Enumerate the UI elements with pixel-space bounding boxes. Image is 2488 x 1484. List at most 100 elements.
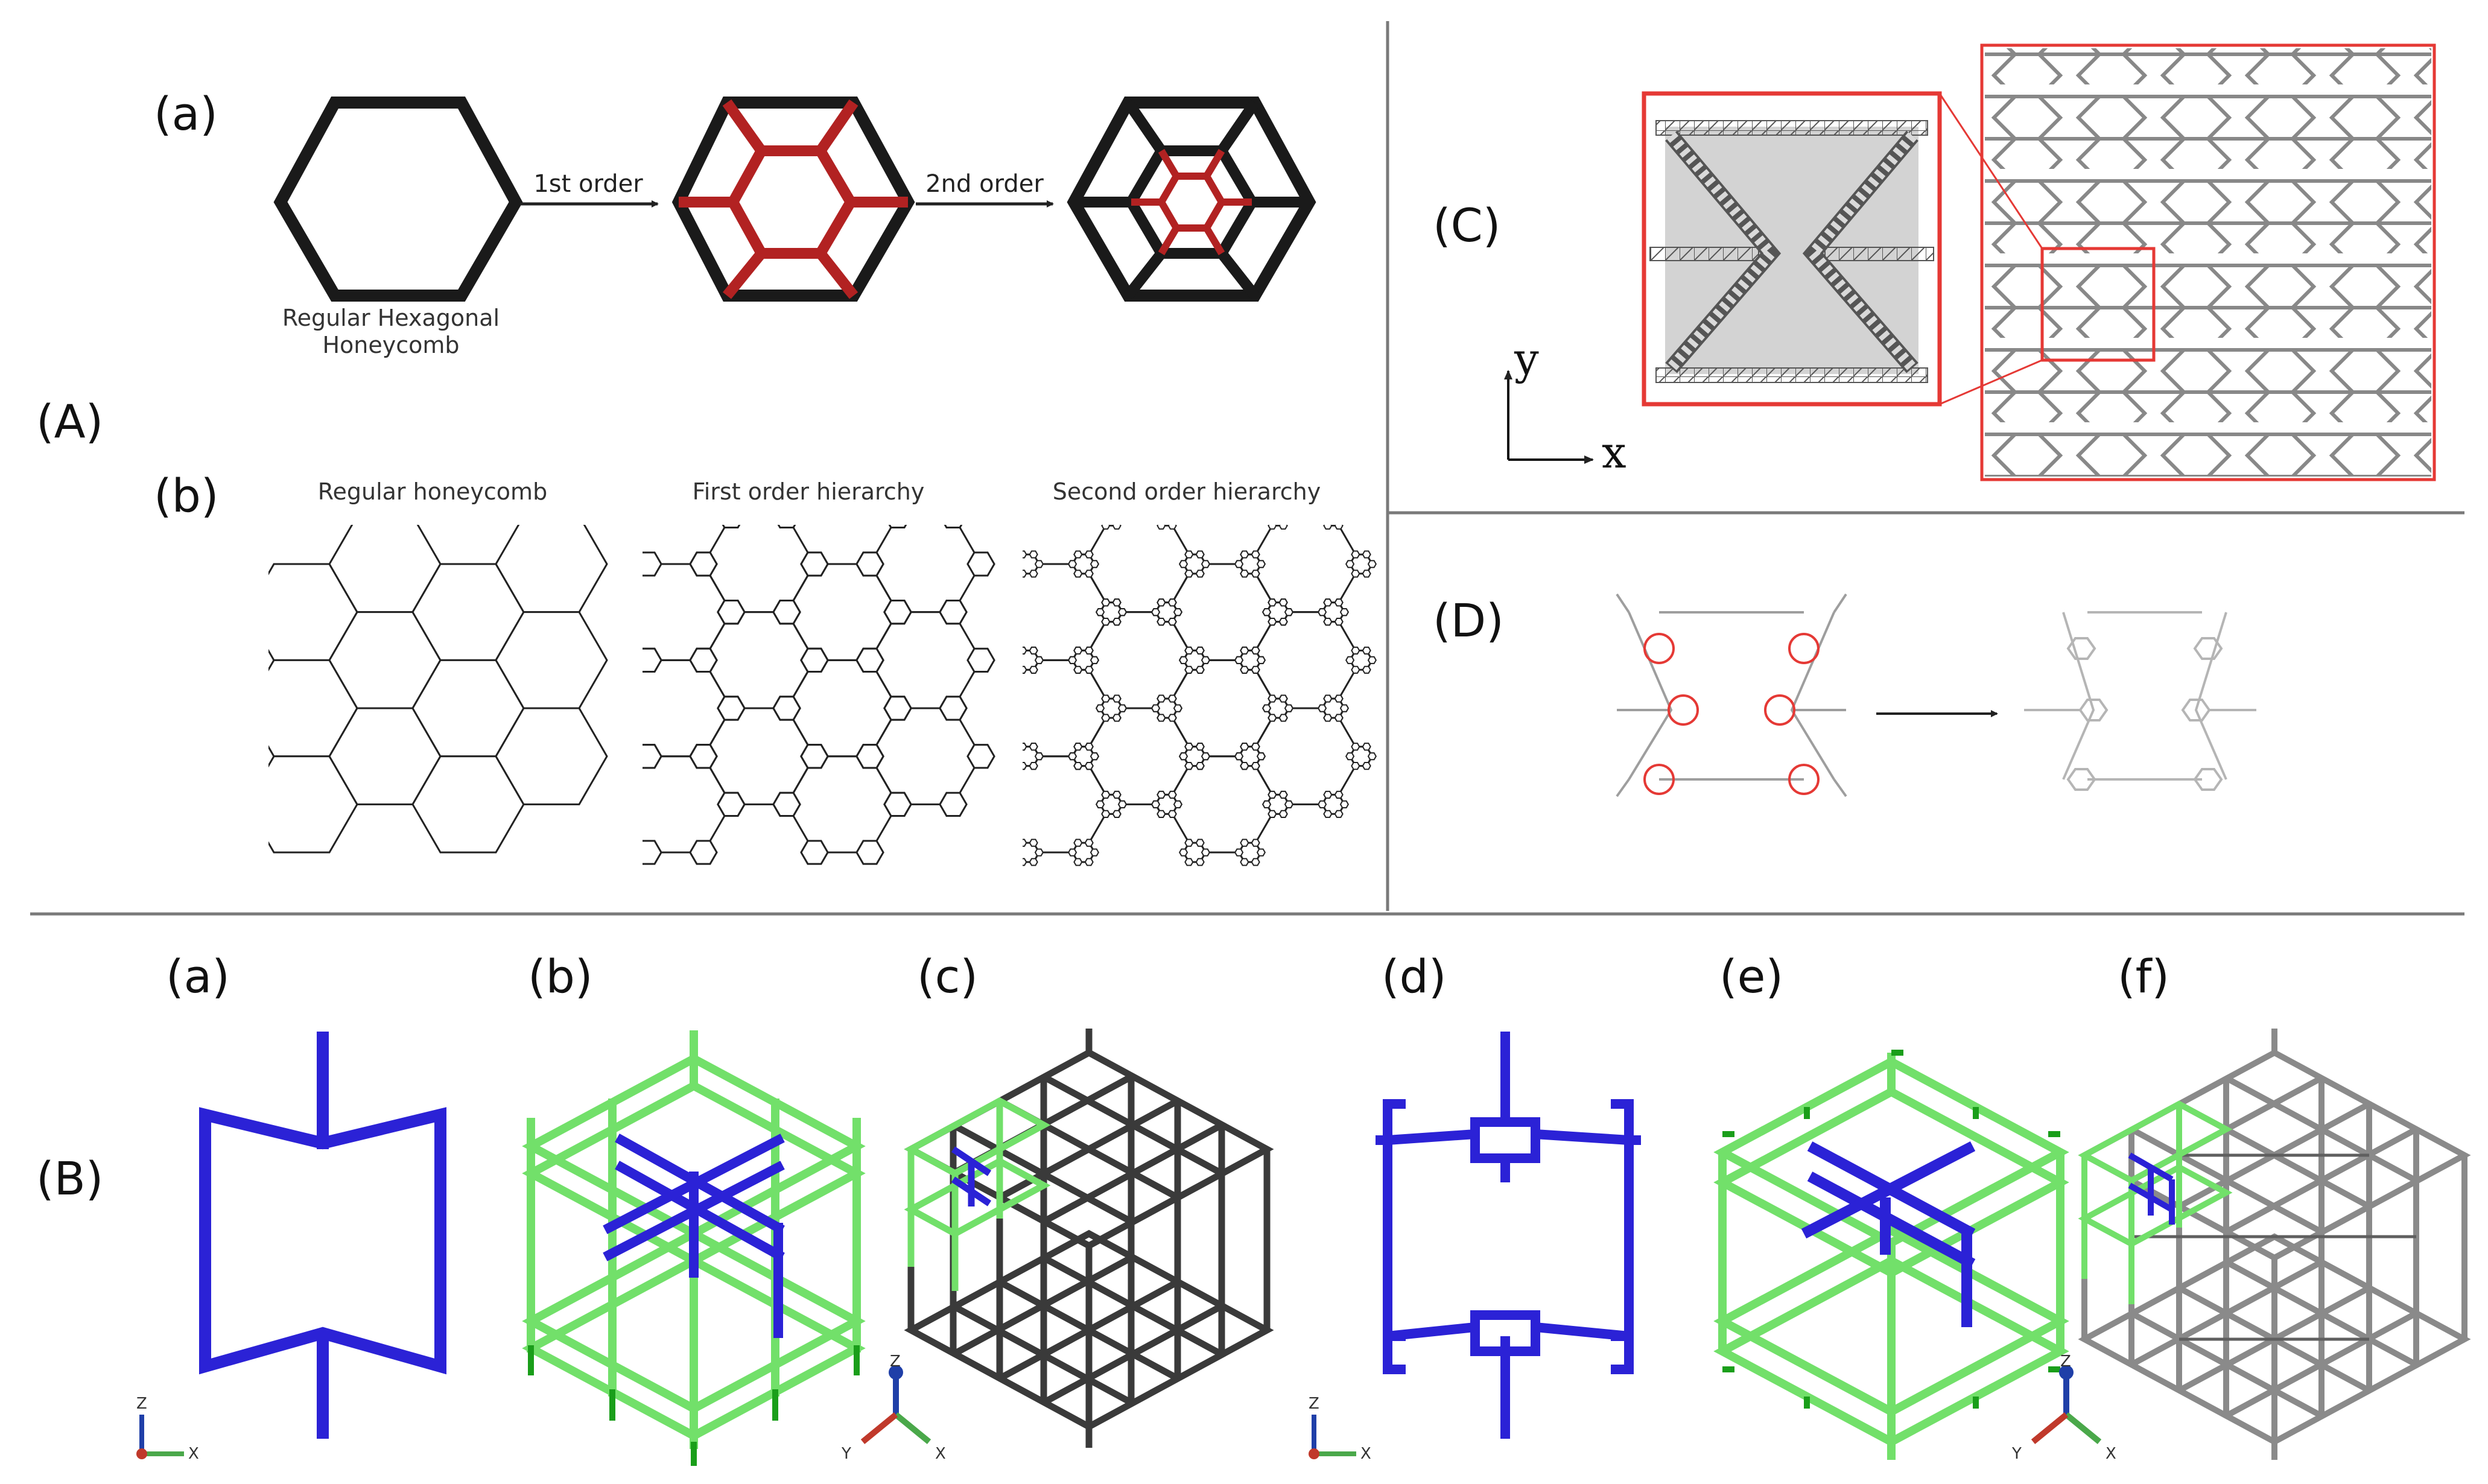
hex-cell [1119,513,1126,519]
hex-cell [1251,550,1260,559]
hex-cell [1084,839,1094,847]
hex-cell [1101,790,1111,799]
hex-cell [1179,752,1188,761]
hex-cell [1278,618,1288,626]
hex-cell [991,811,998,817]
hex-cell [1251,839,1260,847]
second-order-hexagon [1067,97,1316,302]
hex-cell [1166,563,1279,661]
panel-B-e-label: (e) [1719,950,1783,1003]
hex-cell [1339,704,1349,712]
hex-cell [989,699,1012,718]
hex-cell [1318,704,1327,712]
zoomed-unit-cell [1642,91,1942,407]
hex-cell [1201,560,1210,568]
hex-cell [1284,704,1293,712]
hex-cell [1285,513,1293,519]
hex-cell [991,618,998,625]
hex-cell [717,791,746,817]
hex-cell [888,525,907,528]
hex-cell [1256,752,1266,761]
hex-cell [1240,858,1249,866]
hex-cell [1084,762,1094,770]
hex-cell [1029,743,1038,751]
panel-B-d-label: (d) [1382,950,1447,1003]
hex-cell [1167,618,1177,626]
hex-cell [1268,598,1277,607]
hex-cell [1084,665,1094,674]
B-b-triad-z: Z [890,1352,901,1371]
hex-cell [989,794,1012,814]
hex-cell [1184,839,1194,847]
hex-cell [1073,743,1083,751]
hex-cell [772,791,801,817]
D-after-structure [2024,611,2256,791]
hex-cell [1096,513,1104,519]
hex-cell [1323,525,1333,530]
hex-cell [1323,694,1333,703]
panel-A-a-label: (a) [154,87,218,141]
lattice-second-order-hierarchy [985,513,1377,866]
hex-cell [1367,560,1377,568]
panel-A-a: (a) Regular Hexagonal Honeycomb 1st orde… [154,87,1316,358]
B-d-triad-x: X [1360,1445,1371,1463]
hex-cell [1249,525,1362,614]
hex-cell [1251,743,1260,751]
hex-cell [1234,752,1244,761]
hex-cell [1023,839,1027,847]
hex-cell [1029,762,1038,770]
hex-cell [1112,618,1122,626]
hex-cell [1082,707,1196,805]
hex-cell [1117,608,1127,617]
hex-cell [1334,694,1344,703]
hex-cell [1023,659,1112,758]
hex-cell [1184,646,1194,655]
hex-cell [607,601,633,624]
hex-cell [1013,560,1021,567]
hex-cell [944,525,963,528]
hex-cell [1201,752,1210,761]
hex-cell [1101,525,1111,530]
hex-cell [1112,714,1122,722]
hex-cell [1278,598,1288,607]
panel-B-b-label: (b) [528,950,593,1003]
hex-cell [1157,810,1166,818]
panel-D-label: (D) [1433,594,1504,647]
hex-cell [1318,513,1326,519]
hex-cell [1166,755,1279,854]
hex-cell [1101,598,1111,607]
hex-cell [607,793,633,816]
hex-cell [1068,560,1077,568]
title-regular-honeycomb: Regular honeycomb [318,478,547,505]
hex-cell [1023,762,1027,770]
B-f-triad-y: Y [2011,1445,2022,1463]
hex-cell [800,840,829,865]
hex-cell [855,840,884,865]
hex-cell [1323,790,1333,799]
hex-cell [989,603,1012,622]
hex-cell [1023,550,1027,559]
hex-cell [985,609,993,615]
D-red-circles [1643,633,1820,795]
hex-cell [939,696,968,721]
B-b-axis-triad: Z X Y [841,1352,946,1463]
hex-cell [1334,525,1344,530]
hex-cell [1166,659,1279,758]
arrow-1st-order-label: 1st order [533,170,643,198]
hex-cell [717,600,746,625]
hex-cell [1263,513,1271,519]
hex-cell [1195,550,1205,559]
hex-cell [1112,810,1122,818]
panel-D: (D) [1433,593,2256,797]
hex-cell [1084,646,1094,655]
hex-cell [1101,618,1111,626]
hex-cell [1023,755,1112,854]
hex-cell [1268,525,1277,530]
hex-cell [1157,790,1166,799]
hex-cell [643,563,732,661]
panel-B: (B) (a) (b) (c) (d) (e) (f) Z X [36,950,2471,1466]
hex-cell [1151,704,1161,712]
hex-cell [1334,790,1344,799]
hex-cell [1351,646,1360,655]
